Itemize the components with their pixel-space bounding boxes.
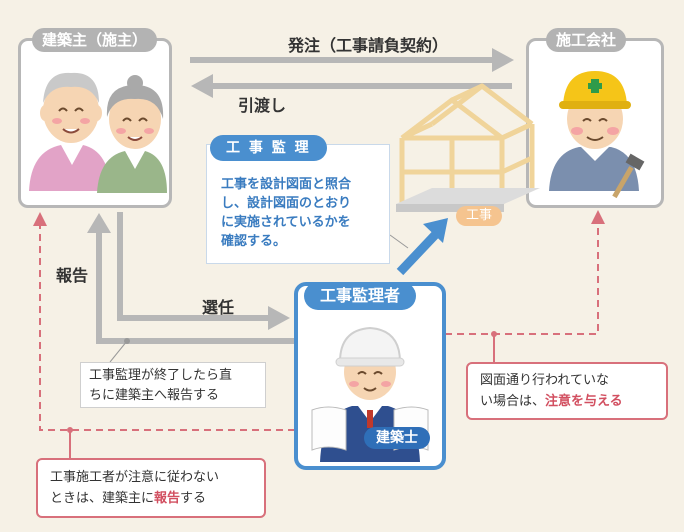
kanri-box: 工事を設計図面と照合 し、設計図面のとおり に実施されているかを 確認する。 [206, 144, 390, 264]
appoint-arrow [117, 212, 290, 330]
handover-label: 引渡し [238, 96, 287, 115]
warning-note: 図面通り行われていな い場合は、注意を与える [466, 362, 668, 420]
report-note: 工事監理が終了したら直 ちに建築主へ報告する [80, 362, 266, 408]
kanri-desc-line: に実施されているかを [221, 215, 351, 230]
warning-dashed-arrow [445, 210, 605, 335]
bottom-note-text-end: する [180, 491, 207, 506]
kanri-desc-line: し、設計図面のとおり [221, 196, 352, 211]
report-note-line: ちに建築主へ報告する [89, 388, 220, 403]
kanri-title: 工 事 監 理 [210, 135, 327, 161]
bottom-note-line1: 工事施工者が注意に従わない [50, 470, 220, 485]
order-label: 発注（工事請負契約） [288, 36, 449, 55]
kanri-desc: 工事を設計図面と照合 し、設計図面のとおり に実施されているかを 確認する。 [221, 175, 351, 251]
bottom-note-text: ときは、建築主に [50, 491, 155, 506]
supervisor-title: 工事監理者 [304, 282, 417, 310]
warning-note-line1: 図面通り行われていな [480, 373, 609, 388]
order-arrow [190, 48, 514, 72]
construction-worker-illustration [549, 71, 645, 199]
supervise-arrow [396, 218, 448, 276]
owner-title: 建築主（施主） [32, 28, 158, 52]
construction-tag: 工事 [456, 206, 503, 226]
report-note-leader [109, 340, 128, 363]
kanri-desc-line: 確認する。 [221, 234, 287, 249]
owner-panel [18, 38, 172, 208]
elderly-couple-illustration [29, 72, 167, 193]
kanri-desc-line: 工事を設計図面と照合 [221, 177, 352, 192]
warning-note-emphasis: 注意を与える [545, 394, 623, 409]
report-note-line: 工事監理が終了したら直 [89, 368, 233, 383]
bottom-note-emphasis: 報告 [154, 491, 181, 506]
contractor-title: 施工会社 [546, 28, 627, 52]
bottom-note: 工事施工者が注意に従わない ときは、建築主に報告する [36, 458, 266, 518]
bottom-note-line2: ときは、建築主に報告する [50, 488, 252, 509]
report-arrow [87, 213, 295, 344]
contractor-panel [526, 38, 664, 208]
architect-badge: 建築士 [364, 427, 430, 449]
appoint-label: 選任 [202, 298, 235, 317]
warning-note-line2: い場合は、注意を与える [480, 391, 654, 412]
warning-note-text: い場合は、 [480, 394, 546, 409]
report-label: 報告 [56, 266, 89, 285]
report-dashed-arrow [33, 212, 295, 431]
